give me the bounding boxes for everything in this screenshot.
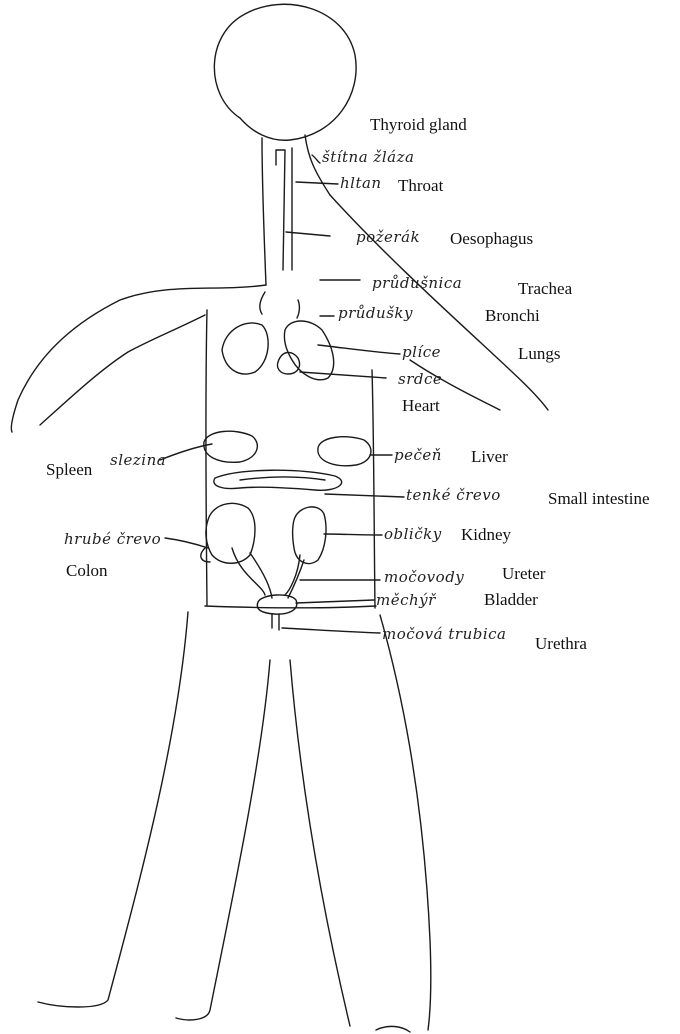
heart — [277, 352, 299, 374]
hand-ureter: močovody — [384, 570, 464, 585]
label-spleen: Spleen — [46, 461, 92, 478]
throat-tube — [276, 150, 285, 270]
leader-throat — [296, 182, 338, 184]
label-trachea: Trachea — [518, 280, 572, 297]
leader-lungs — [318, 345, 400, 354]
leader-colon — [165, 538, 208, 548]
hand-spleen: slezina — [110, 453, 166, 468]
left-arm-outline — [11, 285, 266, 432]
ureter-left — [250, 553, 272, 598]
label-liver: Liver — [471, 448, 508, 465]
torso-left-side — [206, 310, 207, 605]
leader-small-intestine — [325, 494, 404, 497]
hand-kidney: obličky — [384, 527, 442, 542]
label-urethra: Urethra — [535, 635, 587, 652]
label-ureter: Ureter — [502, 565, 545, 582]
label-bladder: Bladder — [484, 591, 538, 608]
label-small-intestine: Small intestine — [548, 490, 650, 507]
liver — [318, 437, 371, 466]
right-kidney — [293, 507, 327, 564]
hand-colon: hrubé črevo — [64, 532, 161, 547]
leader-kidney — [324, 534, 382, 535]
label-throat: Throat — [398, 177, 443, 194]
hand-urethra: močová trubica — [382, 627, 506, 642]
hand-throat: hltan — [340, 176, 382, 191]
bladder — [257, 595, 296, 614]
hand-thyroid-gland: štítna žláza — [322, 150, 414, 165]
right-leg-outer — [380, 615, 431, 1030]
hand-trachea: průdušnica — [372, 276, 462, 291]
hand-bronchi: průdušky — [338, 306, 413, 321]
bronchi-left — [260, 292, 265, 314]
label-lungs: Lungs — [518, 345, 561, 362]
neck-left-line — [262, 138, 266, 285]
leader-heart — [300, 372, 386, 378]
leader-thyroid — [312, 155, 320, 163]
foot-mark — [376, 1026, 410, 1032]
left-kidney — [206, 503, 255, 563]
label-kidney: Kidney — [461, 526, 511, 543]
hand-liver: pečeň — [394, 448, 442, 463]
label-colon: Colon — [66, 562, 108, 579]
label-oesophagus: Oesophagus — [450, 230, 533, 247]
left-arm-inner — [40, 315, 205, 425]
label-heart: Heart — [402, 397, 440, 414]
bronchi-right — [297, 300, 299, 318]
right-lung — [284, 321, 333, 380]
left-leg-outer — [38, 612, 188, 1007]
leader-bladder — [296, 600, 374, 603]
small-intestine — [214, 470, 342, 490]
spleen — [204, 431, 258, 462]
ureter-right — [288, 560, 304, 598]
left-lung — [222, 323, 268, 374]
hand-oesophagus: požerák — [356, 230, 420, 245]
label-bronchi: Bronchi — [485, 307, 540, 324]
hand-small-intestine: tenké črevo — [406, 488, 501, 503]
hand-heart: srdce — [398, 372, 442, 387]
leg-inner — [176, 660, 270, 1020]
hip-line — [205, 606, 376, 608]
hand-lungs: plíce — [402, 345, 441, 360]
torso-right-side — [372, 370, 375, 608]
hand-bladder: měchýř — [376, 593, 436, 608]
leader-urethra — [282, 628, 380, 633]
label-thyroid-gland: Thyroid gland — [370, 116, 467, 133]
head-outline — [214, 4, 356, 140]
urethra — [272, 614, 279, 630]
right-leg-inner — [290, 660, 350, 1026]
